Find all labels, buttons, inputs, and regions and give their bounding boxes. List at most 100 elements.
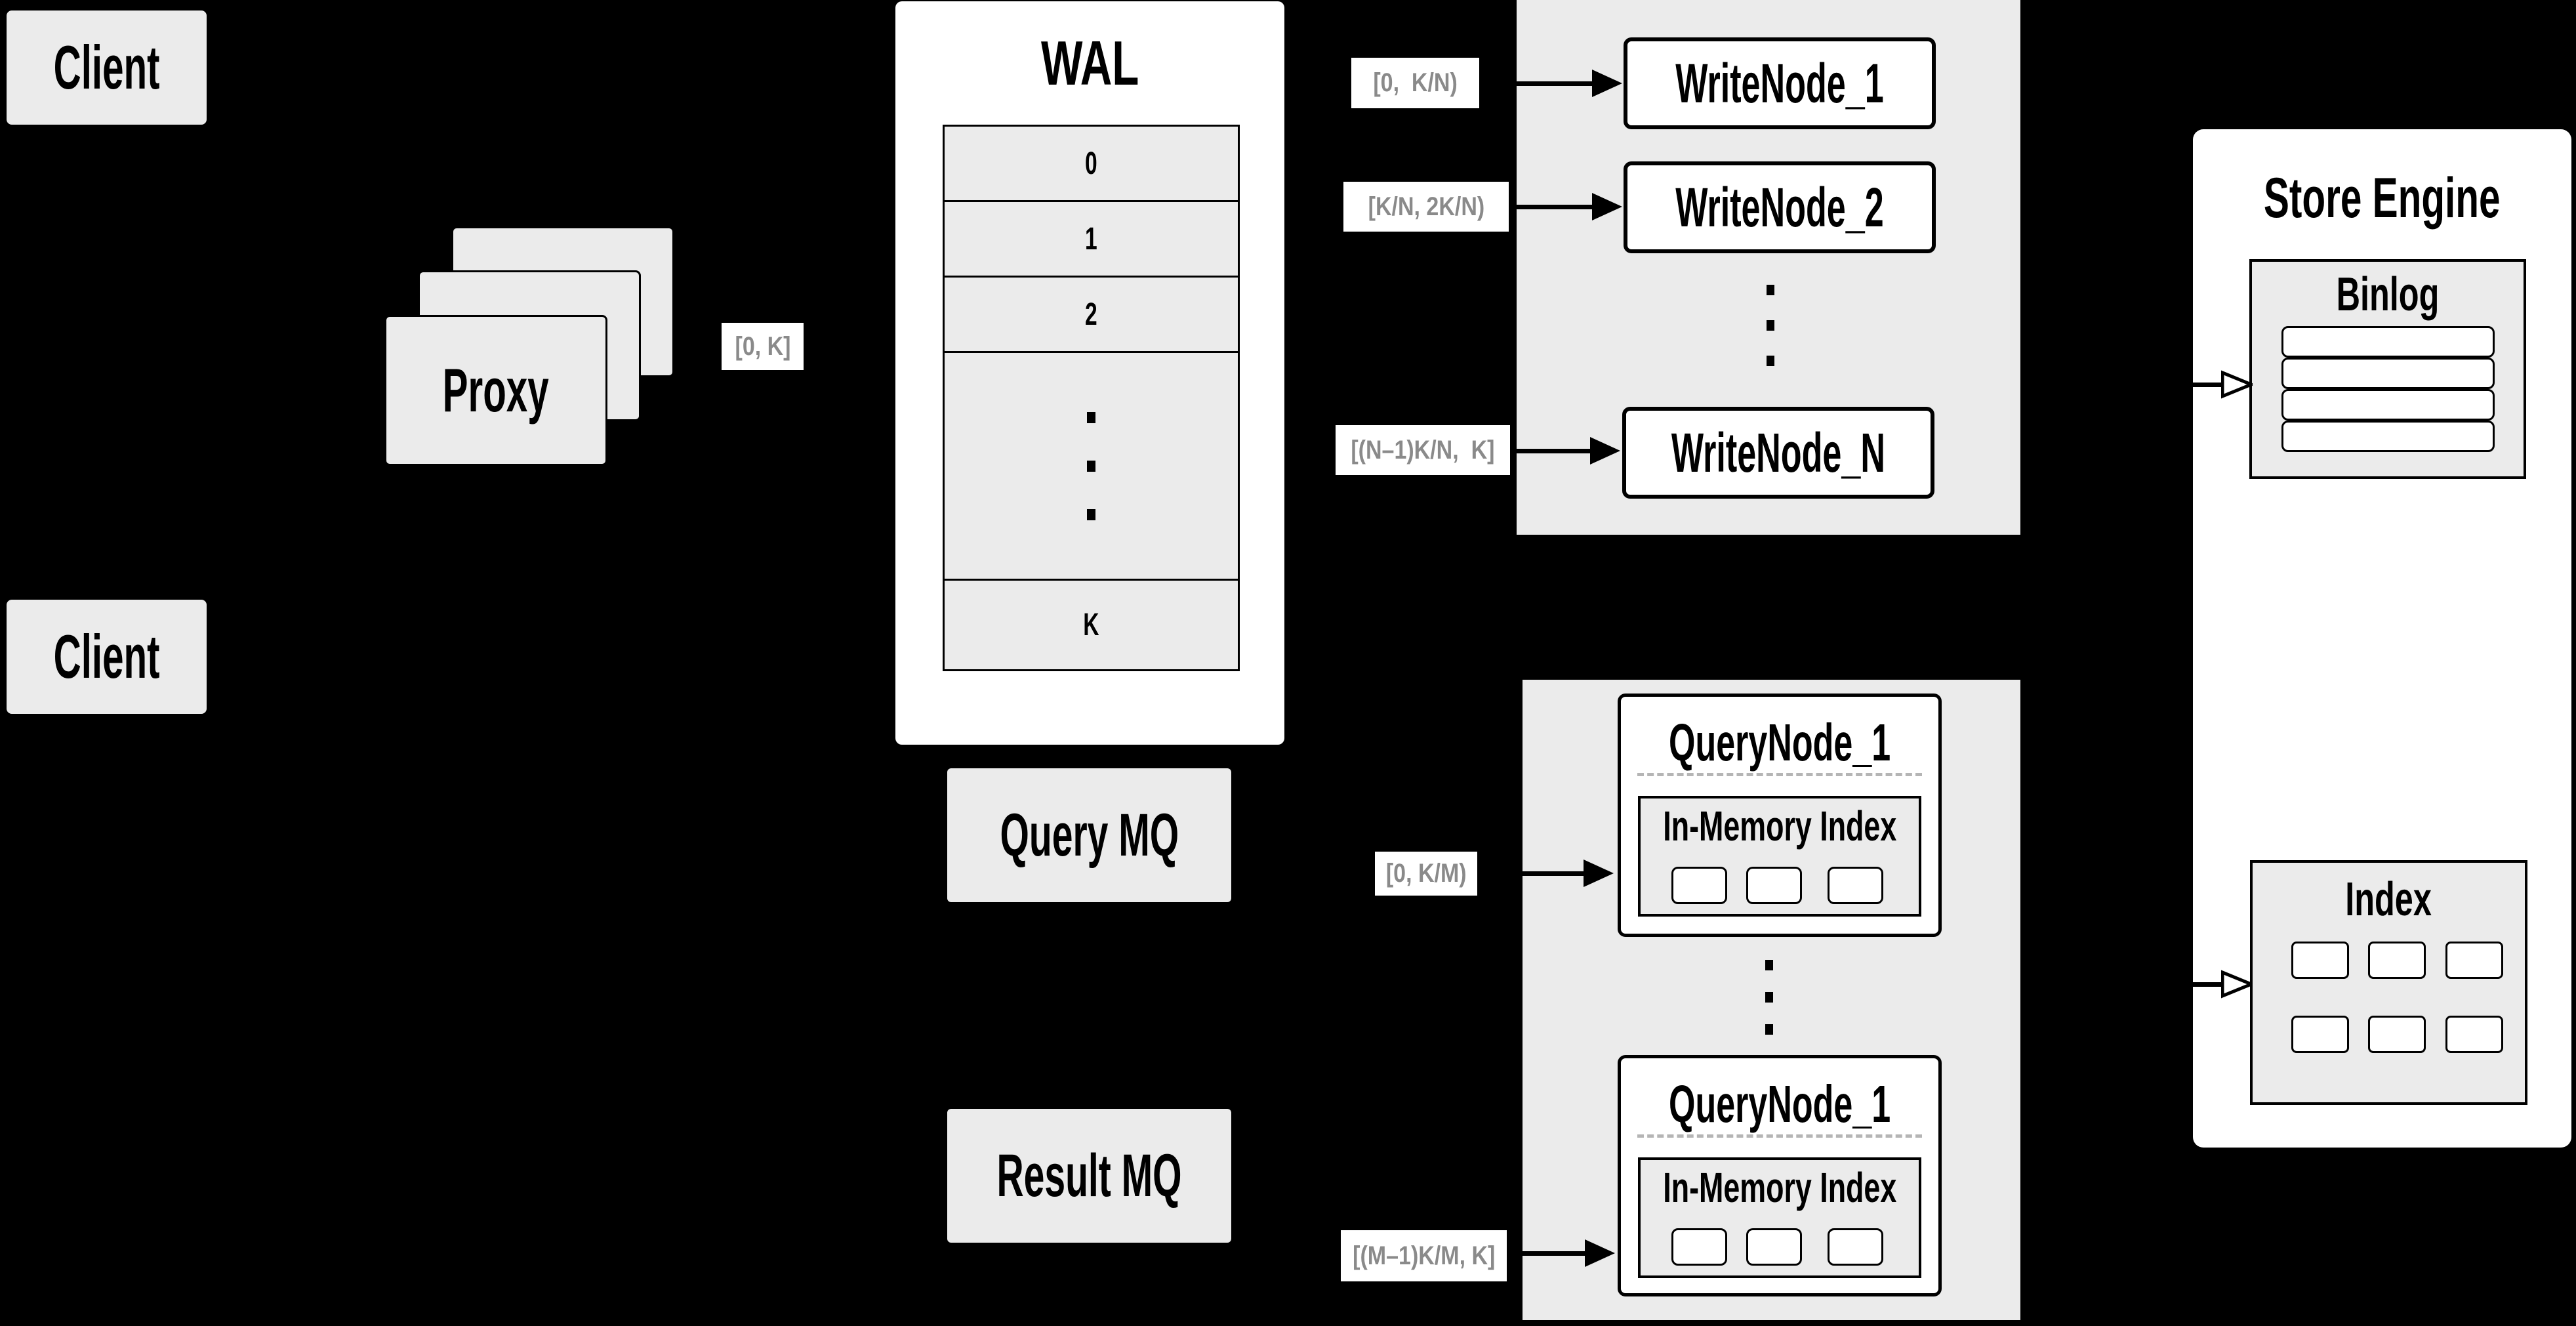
range-label-query-1-text: [0, K/M) [1385, 859, 1467, 888]
wal-table: 0 1 2 K [943, 125, 1240, 671]
open-arrowhead-index-icon [2221, 970, 2253, 999]
ellipsis-dot [1766, 285, 1774, 295]
write-node-1-label: WriteNode_1 [1675, 52, 1884, 114]
client-bottom-label: Client [53, 622, 160, 691]
memory-segment [1828, 867, 1883, 904]
binlog-row [2281, 421, 2495, 452]
arrow-to-writenode-n-shaft [1510, 449, 1590, 453]
range-label-proxy-out-text: [0, K] [735, 331, 790, 361]
arrow-to-querynode-top-head-icon [1584, 860, 1614, 887]
index-cell [2368, 942, 2426, 979]
range-label-write-n-text: [(N–1)K/N, K] [1351, 435, 1495, 465]
wal-row-2: 2 [945, 278, 1238, 353]
client-top-label: Client [53, 33, 160, 102]
range-label-query-m: [(M–1)K/M, K] [1341, 1230, 1507, 1281]
index-cell [2445, 1016, 2503, 1053]
arrow-to-index-shaft [2173, 982, 2224, 987]
in-memory-index-top-box: In-Memory Index [1638, 796, 1921, 917]
index-title: Index [2253, 873, 2525, 926]
binlog-rows [2281, 326, 2495, 452]
query-node-top-title-text: QueryNode_1 [1668, 713, 1891, 772]
query-node-bottom-title-text: QueryNode_1 [1668, 1075, 1891, 1133]
range-label-query-1: [0, K/M) [1375, 852, 1477, 896]
wal-row-k-label: K [1083, 608, 1099, 642]
in-memory-index-bottom-title-text: In-Memory Index [1663, 1164, 1896, 1211]
ellipsis-dot [1087, 411, 1095, 423]
query-mq-box: Query MQ [947, 768, 1231, 902]
memory-segment [1671, 867, 1727, 904]
binlog-row [2281, 358, 2495, 389]
ellipsis-dot [1766, 356, 1774, 366]
in-memory-index-top-title-text: In-Memory Index [1663, 802, 1896, 850]
client-bottom-box: Client [7, 600, 207, 714]
wal-title-text: WAL [1040, 28, 1139, 98]
store-engine-title-text: Store Engine [2264, 166, 2501, 230]
memory-segment [1746, 1228, 1802, 1266]
memory-segment [1746, 867, 1802, 904]
open-arrowhead-binlog-icon [2221, 370, 2253, 399]
index-cell [2368, 1016, 2426, 1053]
binlog-row [2281, 389, 2495, 421]
arrow-to-writenode-1-head-icon [1592, 70, 1622, 97]
ellipsis-dot [1765, 992, 1773, 1003]
wal-row-k: K [945, 581, 1238, 669]
wal-box: WAL 0 1 2 K [895, 1, 1284, 745]
binlog-title: Binlog [2252, 268, 2524, 321]
write-node-n-box: WriteNode_N [1622, 407, 1934, 499]
arrow-to-writenode-2-head-icon [1592, 193, 1622, 220]
wal-row-1: 1 [945, 202, 1238, 278]
query-node-top-title: QueryNode_1 [1621, 713, 1938, 772]
result-mq-box: Result MQ [947, 1109, 1231, 1243]
range-label-write-2: [K/N, 2K/N) [1343, 182, 1509, 232]
range-label-write-2-text: [K/N, 2K/N) [1368, 192, 1484, 221]
ellipsis-dot [1087, 460, 1095, 472]
range-label-query-m-text: [(M–1)K/M, K] [1352, 1241, 1496, 1270]
write-node-n-label: WriteNode_N [1671, 421, 1886, 484]
binlog-row [2281, 326, 2495, 358]
memory-segment [1828, 1228, 1883, 1266]
query-mq-label: Query MQ [1000, 801, 1179, 869]
write-node-2-label: WriteNode_2 [1675, 176, 1884, 238]
wal-row-0: 0 [945, 127, 1238, 202]
query-node-top-box: QueryNode_1 In-Memory Index [1618, 694, 1942, 937]
ellipsis-dot [1766, 320, 1774, 331]
index-title-text: Index [2345, 873, 2432, 926]
in-memory-index-bottom-title: In-Memory Index [1641, 1164, 1919, 1211]
proxy-card-front: Proxy [384, 315, 607, 466]
store-engine-title: Store Engine [2193, 162, 2571, 234]
ellipsis-dot [1765, 1024, 1773, 1035]
write-node-1-box: WriteNode_1 [1624, 37, 1936, 129]
wal-row-1-label: 1 [1085, 221, 1097, 257]
query-node-top-divider [1637, 773, 1922, 776]
result-mq-label: Result MQ [996, 1142, 1182, 1209]
proxy-label: Proxy [442, 356, 549, 425]
arrow-to-writenode-2-shaft [1509, 205, 1592, 209]
query-node-bottom-divider [1637, 1134, 1922, 1138]
wal-row-0-label: 0 [1085, 146, 1097, 181]
in-memory-index-top-title: In-Memory Index [1641, 802, 1919, 850]
range-label-proxy-out: [0, K] [722, 323, 804, 370]
range-label-write-1-text: [0, K/N) [1373, 68, 1458, 97]
index-cell [2291, 1016, 2349, 1053]
binlog-box: Binlog [2249, 259, 2526, 479]
in-memory-index-bottom-box: In-Memory Index [1638, 1157, 1921, 1278]
arrow-to-writenode-1-shaft [1479, 81, 1592, 86]
ellipsis-dot [1765, 960, 1773, 970]
arrow-to-querynode-bottom-head-icon [1585, 1239, 1615, 1267]
query-node-bottom-title: QueryNode_1 [1621, 1075, 1938, 1133]
index-cell [2445, 942, 2503, 979]
range-label-write-1: [0, K/N) [1351, 58, 1479, 108]
wal-row-2-label: 2 [1085, 297, 1097, 332]
query-node-ellipsis [1765, 958, 1773, 1037]
arrow-to-querynode-bottom-shaft [1507, 1251, 1585, 1256]
query-node-bottom-box: QueryNode_1 In-Memory Index [1618, 1055, 1942, 1296]
wal-dots-cell [945, 353, 1238, 581]
binlog-title-text: Binlog [2336, 268, 2440, 321]
write-node-ellipsis [1766, 280, 1774, 371]
write-node-2-box: WriteNode_2 [1624, 161, 1936, 253]
memory-segment [1671, 1228, 1727, 1266]
index-box: Index [2250, 860, 2527, 1105]
arrow-to-writenode-n-head-icon [1590, 437, 1620, 465]
arrow-to-binlog-shaft [2173, 383, 2224, 387]
